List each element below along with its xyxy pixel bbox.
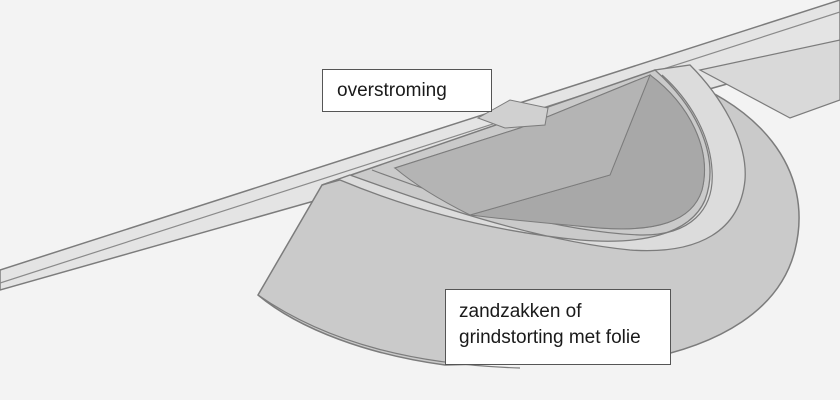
berm-top-ring [321, 64, 746, 252]
berm-base-line [257, 294, 521, 369]
dike-crest [0, 0, 840, 291]
overflow-label: overstroming [322, 69, 492, 112]
overflow-label-text: overstroming [337, 80, 447, 101]
basin-floor [469, 74, 705, 230]
sandbags-label: zandzakken of grindstorting met folie [445, 289, 671, 365]
sandbags-label-line2: grindstorting met folie [459, 327, 641, 348]
overflow-notch [476, 99, 549, 129]
dike-edge-line [0, 11, 840, 284]
basin-wall [393, 74, 651, 216]
sandbags-label-line1: zandzakken of [459, 301, 582, 322]
dike-right-face [698, 39, 840, 119]
